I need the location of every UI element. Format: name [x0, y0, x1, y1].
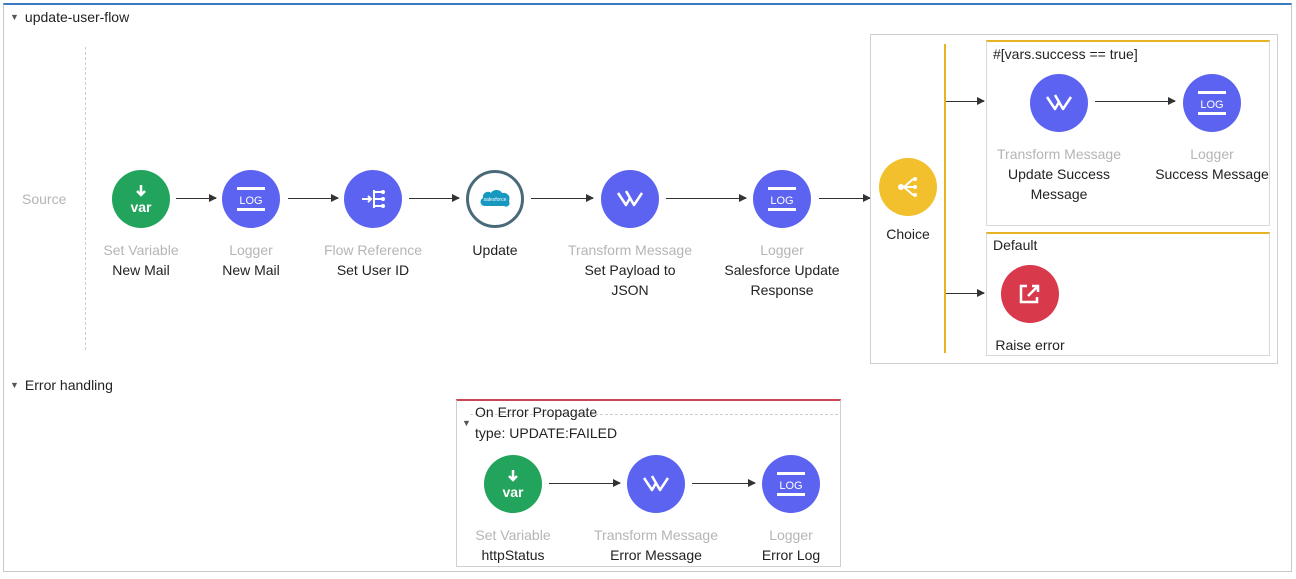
route-arrow: [946, 289, 985, 297]
component-type: Flow Reference: [323, 242, 423, 258]
component-logger[interactable]: LOG Logger Error Log: [726, 455, 856, 565]
component-name: Error Message: [610, 547, 702, 563]
flow-arrow: [176, 194, 217, 202]
component-transform-message[interactable]: Transform Message Error Message: [591, 455, 721, 565]
component-type: Logger: [1190, 146, 1234, 162]
flow-arrow: [531, 194, 594, 202]
choice-when-route[interactable]: [986, 40, 1270, 226]
when-condition[interactable]: #[vars.success == true]: [993, 46, 1138, 62]
logger-icon: LOG: [762, 455, 820, 513]
component-type: Set Variable: [475, 527, 551, 543]
flow-header[interactable]: ▼ update-user-flow: [10, 9, 129, 25]
flow-name: update-user-flow: [24, 9, 130, 25]
flow-arrow: [666, 194, 747, 202]
scope-divider: [470, 414, 838, 415]
flow-canvas: [3, 3, 1292, 572]
component-name: Update: [472, 242, 518, 258]
flow-arrow: [692, 479, 756, 487]
flow-arrow: [1095, 97, 1176, 105]
choice-router-container[interactable]: [870, 34, 1278, 364]
component-name: Error Log: [761, 547, 821, 563]
set-variable-icon: var: [484, 455, 542, 513]
component-name: Raise error: [995, 337, 1065, 353]
route-arrow: [946, 97, 985, 105]
component-choice[interactable]: Choice: [843, 158, 973, 244]
set-variable-icon: var: [112, 170, 170, 228]
raise-error-icon: [1001, 265, 1059, 323]
svg-text:salesforce: salesforce: [484, 197, 507, 203]
choice-branch-line: [944, 44, 946, 353]
component-type: Transform Message: [594, 527, 718, 543]
error-handler-type: type: UPDATE:FAILED: [475, 425, 618, 441]
component-logger[interactable]: LOG Logger New Mail: [186, 170, 316, 280]
transform-message-icon: [1030, 74, 1088, 132]
component-type: Set Variable: [103, 242, 179, 258]
transform-message-icon: [601, 170, 659, 228]
component-logger[interactable]: LOG Logger Salesforce Update Response: [717, 170, 847, 300]
collapse-triangle-icon[interactable]: ▼: [10, 380, 19, 390]
component-name: httpStatus: [481, 547, 545, 563]
transform-message-icon: [627, 455, 685, 513]
component-name: Update Success Message: [1008, 166, 1110, 202]
salesforce-icon: salesforce: [466, 170, 524, 228]
component-name: New Mail: [222, 262, 280, 278]
flow-arrow: [819, 194, 871, 202]
svg-text:LOG: LOG: [1200, 99, 1223, 111]
component-type: Transform Message: [568, 242, 692, 258]
choice-default-route[interactable]: [986, 232, 1270, 356]
default-label: Default: [993, 237, 1038, 253]
source-placeholder[interactable]: Source: [22, 191, 67, 207]
logger-icon: LOG: [222, 170, 280, 228]
flow-arrow: [549, 479, 621, 487]
svg-text:var: var: [130, 199, 152, 215]
component-name: Set User ID: [336, 262, 410, 278]
logger-icon: LOG: [1183, 74, 1241, 132]
component-raise-error[interactable]: Raise error: [965, 265, 1095, 355]
component-name: Success Message: [1155, 166, 1269, 182]
component-logger[interactable]: LOG Logger Success Message: [1147, 74, 1277, 184]
component-salesforce-update[interactable]: salesforce Update: [430, 170, 560, 260]
component-name: New Mail: [112, 262, 170, 278]
component-flow-reference[interactable]: Flow Reference Set User ID: [308, 170, 438, 280]
logger-icon: LOG: [753, 170, 811, 228]
component-type: Logger: [769, 527, 813, 543]
component-type: Transform Message: [997, 146, 1121, 162]
on-error-propagate-scope[interactable]: [456, 399, 841, 567]
component-name: Set Payload to JSON: [584, 262, 676, 298]
collapse-triangle-icon[interactable]: ▼: [10, 12, 19, 22]
svg-text:LOG: LOG: [779, 480, 802, 492]
component-set-variable[interactable]: var Set Variable httpStatus: [448, 455, 578, 565]
svg-text:var: var: [502, 484, 524, 500]
error-handler-title: On Error Propagate: [475, 404, 598, 420]
component-set-variable[interactable]: var Set Variable New Mail: [76, 170, 206, 280]
choice-name: Choice: [886, 226, 930, 242]
component-name: Salesforce Update Response: [724, 262, 840, 298]
flow-reference-icon: [344, 170, 402, 228]
component-transform-message[interactable]: Transform Message Update Success Message: [994, 74, 1124, 204]
component-transform-message[interactable]: Transform Message Set Payload to JSON: [565, 170, 695, 300]
component-type: Logger: [229, 242, 273, 258]
svg-text:LOG: LOG: [239, 195, 262, 207]
choice-icon: [879, 158, 937, 216]
source-divider: [85, 47, 86, 350]
svg-text:LOG: LOG: [770, 195, 793, 207]
collapse-triangle-icon[interactable]: ▼: [462, 418, 471, 428]
error-handling-title: Error handling: [24, 377, 113, 393]
component-type: Logger: [760, 242, 804, 258]
flow-arrow: [288, 194, 339, 202]
flow-arrow: [409, 194, 460, 202]
error-handling-header[interactable]: ▼ Error handling: [10, 377, 113, 393]
